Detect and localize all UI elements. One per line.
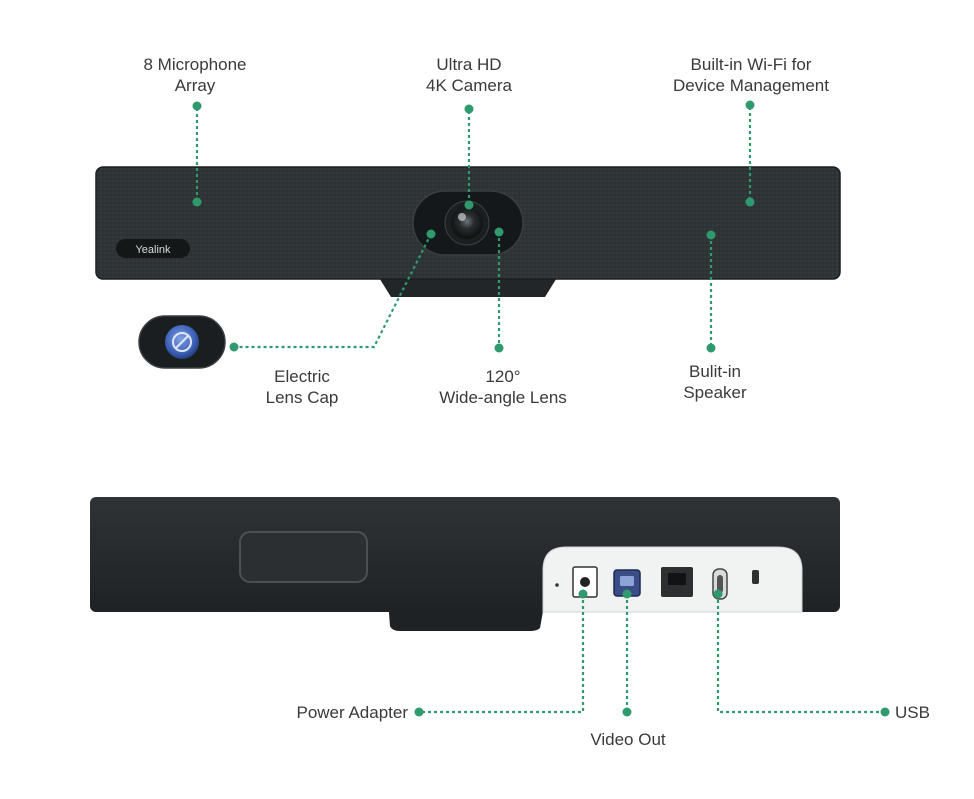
lock-slot — [752, 570, 759, 584]
callout-4k-camera: Ultra HD 4K Camera — [426, 55, 512, 95]
rear-panel-recess — [239, 531, 368, 583]
callout-usb: USB — [895, 703, 930, 722]
callout-video-out: Video Out — [590, 730, 666, 749]
callout-wide-angle-lens: 120° Wide-angle Lens — [439, 367, 567, 407]
rear-view-device — [90, 497, 840, 631]
callout-microphone-array: 8 Microphone Array — [143, 55, 247, 95]
front-view-device: Yealink — [95, 166, 841, 297]
logo-badge — [116, 239, 190, 258]
front-stand — [378, 276, 558, 297]
yealink-logo: Yealink — [135, 244, 171, 256]
lens-cap-detail — [138, 315, 226, 369]
callout-lens-cap: Electric Lens Cap — [265, 367, 339, 407]
camera-lens — [451, 207, 483, 239]
callout-speaker: Bulit-in Speaker — [683, 362, 747, 402]
callout-power-adapter: Power Adapter — [296, 703, 408, 722]
callout-wifi: Built-in Wi-Fi for Device Management — [673, 55, 829, 95]
callout-dots — [192, 100, 890, 717]
callout-lines — [195, 107, 884, 714]
